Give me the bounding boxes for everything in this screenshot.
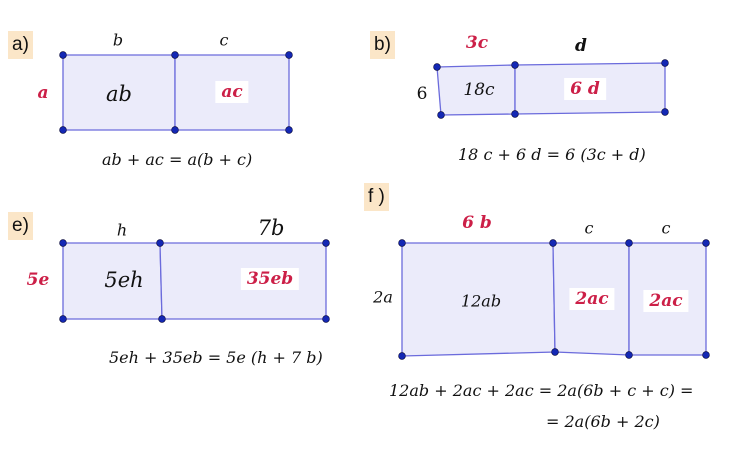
vertex-point: [156, 239, 164, 247]
vertex-point: [59, 126, 67, 134]
vertex-point: [59, 51, 67, 59]
panel-f-tag: f ): [364, 183, 389, 211]
vertex-point: [59, 315, 67, 323]
panel-a-side-label: a: [37, 83, 49, 103]
panel-b-tag: b): [370, 31, 395, 59]
panel-b-side-label: 6: [416, 84, 428, 104]
vertex-point: [285, 126, 293, 134]
panel-b-area-1: 18c: [463, 80, 495, 100]
vertex-point: [661, 59, 669, 67]
panel-f-equation-line-1: 12ab + 2ac + 2ac = 2a(6b + c + c) =: [389, 381, 694, 400]
vertex-point: [158, 315, 166, 323]
panel-f-side-label: 2a: [373, 287, 393, 307]
panel-a-area-1: ab: [106, 82, 132, 106]
panel-f-area-3: 2ac: [643, 290, 689, 312]
vertex-point: [549, 239, 557, 247]
vertex-point: [625, 351, 633, 359]
panel-e-area-1: 5eh: [104, 268, 144, 292]
vertex-point: [511, 110, 519, 118]
panel-f-top-label-1: 6 b: [462, 213, 492, 233]
panel-b-equation: 18 c + 6 d = 6 (3c + d): [458, 145, 646, 164]
panel-a-equation: ab + ac = a(b + c): [102, 150, 253, 169]
panel-f-top-label-2: c: [584, 218, 594, 238]
vertex-point: [59, 239, 67, 247]
vertex-point: [702, 351, 710, 359]
panel-e-top-label-2: 7b: [257, 216, 285, 240]
panel-a-top-label-1: b: [112, 30, 124, 50]
vertex-point: [433, 63, 441, 71]
vertex-point: [511, 61, 519, 69]
panel-e-area-2: 35eb: [240, 268, 300, 290]
panel-b-top-label-2: d: [575, 36, 587, 56]
panel-e-tag: e): [8, 212, 33, 240]
panel-a-tag: a): [8, 31, 33, 59]
panel-e-equation: 5eh + 35eb = 5e (h + 7 b): [109, 348, 323, 367]
vertex-point: [625, 239, 633, 247]
panel-a-area-2: ac: [215, 81, 249, 103]
vertex-point: [285, 51, 293, 59]
vertex-point: [171, 126, 179, 134]
panel-e-top-label-1: h: [116, 220, 128, 240]
vertex-point: [322, 239, 330, 247]
vertex-point: [551, 348, 559, 356]
panel-f-area-2: 2ac: [569, 288, 615, 310]
panel-e-side-label: 5e: [26, 270, 50, 290]
panel-f-area-1: 12ab: [460, 291, 502, 311]
vertex-point: [171, 51, 179, 59]
vertex-point: [702, 239, 710, 247]
panel-a-figure: [62, 54, 290, 131]
vertex-point: [398, 239, 406, 247]
vertex-point: [398, 352, 406, 360]
vertex-point: [322, 315, 330, 323]
panel-f-top-label-3: c: [661, 218, 671, 238]
vertex-points: [59, 51, 710, 360]
vertex-point: [661, 108, 669, 116]
panel-f-equation-line-2: = 2a(6b + 2c): [546, 412, 660, 431]
panel-b-area-2: 6 d: [564, 78, 606, 100]
vertex-point: [437, 111, 445, 119]
panel-a-top-label-2: c: [219, 30, 229, 50]
panel-b-top-label-1: 3c: [465, 33, 489, 53]
